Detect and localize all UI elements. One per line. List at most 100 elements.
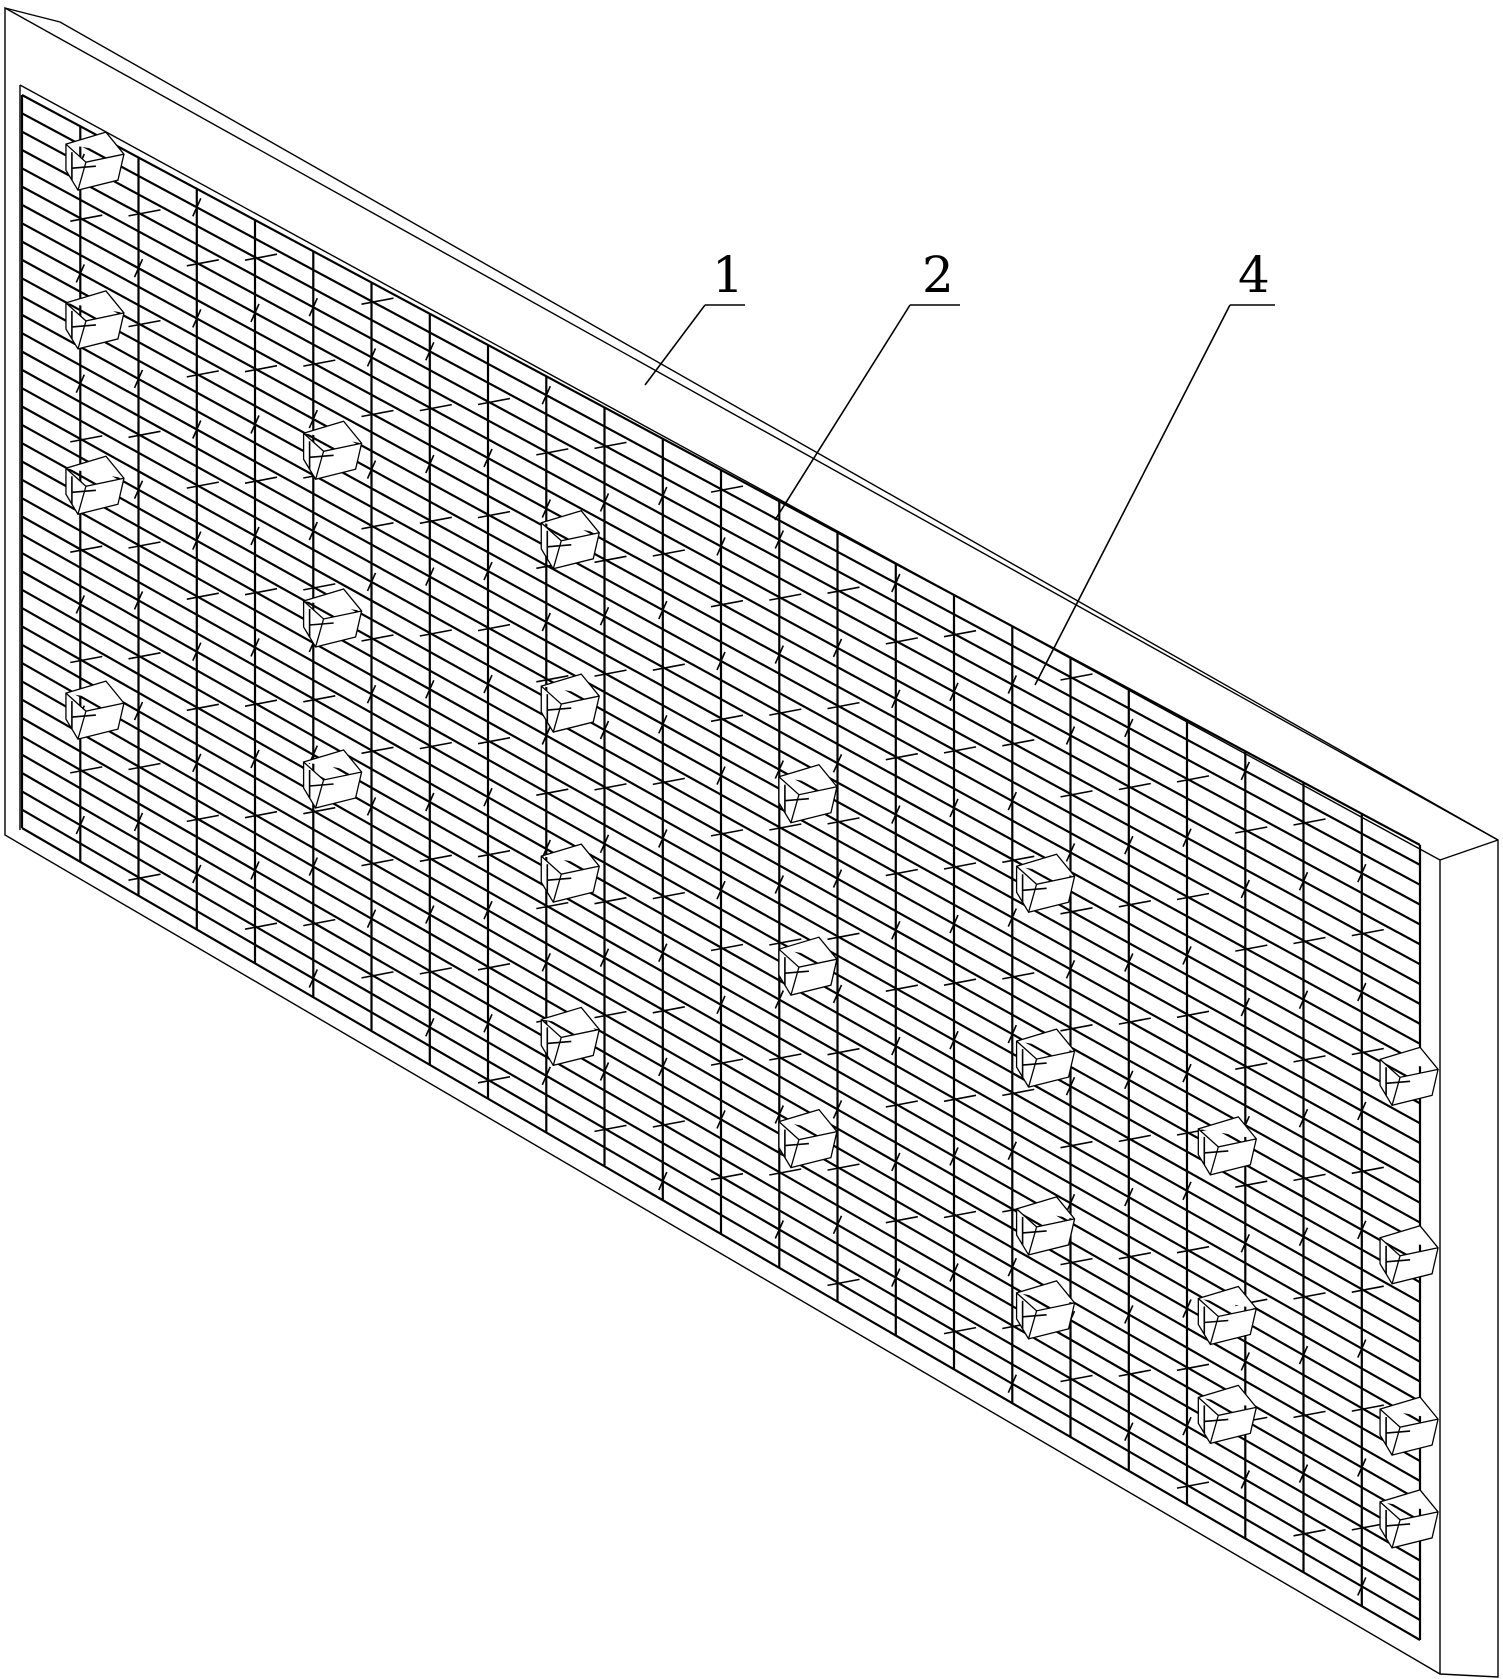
tie-bar [477, 849, 511, 858]
tie-bar [885, 752, 918, 761]
tie-bar [832, 984, 843, 1004]
tie-bar [303, 695, 336, 703]
tie-bar [1060, 1257, 1093, 1266]
tie-bar [716, 1110, 726, 1129]
spacer-hook [71, 165, 96, 169]
mesh-horizontal-bar [21, 222, 1421, 986]
tie-bar [1182, 946, 1192, 965]
tie-bar [425, 905, 435, 924]
tie-bar [827, 817, 860, 825]
tie-bar [75, 595, 86, 614]
tie-bar [1357, 1220, 1367, 1240]
tie-bar [832, 1215, 843, 1235]
label-4: 4 [1238, 246, 1270, 304]
tie-bar [244, 476, 278, 484]
tie-bar [1124, 1305, 1134, 1324]
tie-bar [943, 978, 977, 986]
tie-bar [1293, 936, 1326, 945]
tie-bar [541, 952, 552, 972]
tie-bar [594, 1124, 627, 1133]
tie-bar [244, 253, 278, 261]
tie-bar [652, 1120, 685, 1128]
tie-bar [949, 1263, 959, 1282]
mesh-horizontal-bar [21, 332, 1421, 1105]
tie-bar [1060, 1024, 1093, 1032]
tie-bar [425, 679, 435, 699]
tie-bar [244, 699, 278, 707]
tie-bar [1298, 871, 1309, 891]
tie-bar [1357, 1458, 1367, 1477]
tie-bar [827, 701, 860, 710]
tie-bars [70, 153, 1384, 1596]
tie-bar [594, 441, 627, 450]
spacer-block [778, 763, 838, 824]
tie-bar [128, 430, 161, 439]
tie-bar [70, 545, 103, 553]
mesh-horizontal-bar [21, 570, 1421, 1363]
tie-bar [1176, 892, 1210, 901]
spacer-block-body [1015, 1196, 1076, 1256]
tie-bar [943, 1326, 977, 1335]
spacer-block [1379, 1046, 1439, 1107]
spacer-block [1015, 1280, 1076, 1340]
tie-bar [483, 561, 493, 581]
tie-bar [192, 197, 202, 217]
tie-bar [366, 684, 377, 704]
tie-bar [827, 1047, 860, 1056]
tie-bar [1235, 1062, 1268, 1070]
tie-bar [716, 995, 726, 1015]
tie-bar [1065, 959, 1076, 979]
tie-bar [366, 348, 377, 367]
tie-bar [885, 1100, 918, 1108]
spacer-block [1379, 1225, 1439, 1285]
tie-bar [716, 880, 726, 900]
tie-bar [1065, 726, 1076, 745]
tie-bar [949, 914, 959, 934]
tie-bar [716, 651, 726, 671]
tie-bar [832, 753, 843, 773]
spacer-block [1015, 853, 1076, 914]
tie-bar [652, 663, 685, 671]
mesh-horizontal-bar [21, 368, 1421, 1145]
tie-bar [652, 891, 685, 900]
spacer-hook [1204, 1319, 1229, 1324]
spacer-block [65, 455, 125, 516]
spacer-hook [1022, 1230, 1047, 1234]
spacer-hook [309, 454, 334, 459]
tie-bar [541, 499, 552, 518]
tie-bar [599, 948, 610, 968]
tie-bar [128, 319, 161, 328]
tie-bar [774, 875, 785, 894]
tie-bar [1002, 1088, 1035, 1097]
spacer-hook [1386, 1430, 1411, 1434]
tie-bar [1176, 1481, 1210, 1489]
spacer-hook [547, 707, 572, 711]
spacer-block [1197, 1384, 1258, 1445]
tie-bar [1118, 782, 1151, 791]
tie-bar [599, 720, 610, 740]
tie-bar [536, 448, 569, 456]
tie-bar [250, 749, 260, 769]
tie-bar [308, 297, 319, 317]
tie-bar [128, 873, 161, 881]
tie-bar [366, 460, 377, 479]
tie-bar [710, 943, 744, 952]
tie-bar [483, 448, 493, 468]
tie-bar [1176, 1010, 1210, 1019]
tie-bar [366, 797, 377, 816]
tie-bar [1351, 1047, 1384, 1056]
spacer-hook [1022, 1314, 1047, 1318]
tie-bar [1235, 944, 1268, 952]
tie-bar [250, 415, 260, 434]
tie-bar [594, 783, 627, 791]
tie-bar [133, 480, 144, 500]
spacer-block [540, 510, 600, 570]
tie-bar [477, 1076, 511, 1084]
tie-bar [1235, 826, 1268, 834]
tie-bar [1298, 1108, 1309, 1128]
tie-bar [303, 806, 336, 815]
tie-bar [769, 593, 802, 601]
spacer-block [65, 131, 125, 191]
tie-bar [769, 1053, 802, 1061]
